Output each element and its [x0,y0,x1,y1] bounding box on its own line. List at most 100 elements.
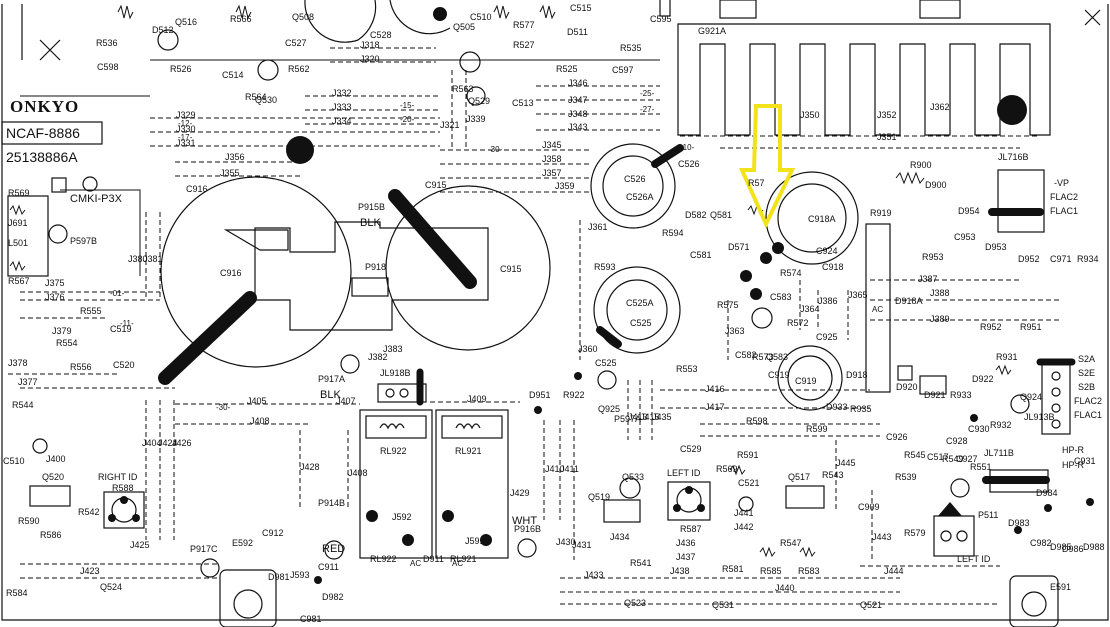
component-label: J434 [610,532,630,542]
component-label: C982 [1030,538,1052,548]
component-label: J320 [360,54,380,64]
id-pad-left-2 [933,502,975,557]
component-label: C528 [370,30,392,40]
component-label: C926 [886,432,908,442]
annotation-arrow [738,104,796,229]
component-label: D911 [423,554,444,564]
component-label: R590 [18,516,40,526]
component-label: JL711B [984,448,1014,458]
component-label: JL716B [998,152,1029,162]
component-label: J357 [542,168,562,178]
component-label: D952 [1018,254,1040,264]
component-label: R544 [12,400,34,410]
component-label: D985 [1050,542,1072,552]
component-label: Q583 [766,352,788,362]
component-label: R591 [737,450,759,460]
component-label: LEFT ID [667,468,701,478]
component-label: J386 [818,296,838,306]
component-label: R933 [950,390,972,400]
component-label: R526 [170,64,192,74]
capacitor-c915 [385,185,551,351]
component-label: HP-R [1062,460,1084,470]
component-label: D900 [925,180,947,190]
component-label: R57 [748,178,765,188]
component-label: C527 [285,38,307,48]
component-label: C583 [770,292,792,302]
component-label: Q505 [453,22,475,32]
id-pad-right [103,491,145,529]
resistors [9,4,1012,558]
component-label: C513 [512,98,534,108]
component-label: R556 [70,362,92,372]
component-label: P597A [614,414,641,424]
capacitor-c526 [590,143,684,229]
component-label: J591 [465,536,485,546]
component-label: C924 [816,246,838,256]
tag-blk-bottom: BLK [320,389,341,401]
component-label: C595 [650,14,672,24]
component-label: R551 [970,462,992,472]
relay-rl922 [359,409,433,559]
component-label: R579 [904,528,926,538]
component-label: D984 [1036,488,1058,498]
component-label: RL921 [455,446,482,456]
component-label: C909 [858,502,880,512]
component-label: J376 [45,292,65,302]
capacitor-c527 [304,0,451,43]
component-label: D512 [152,25,174,35]
component-label: D933 [826,402,848,412]
component-label: D920 [896,382,918,392]
component-label: J318 [360,40,380,50]
component-label: J339 [466,114,486,124]
component-label: J347 [568,95,588,105]
component-label: R567 [8,276,30,286]
tag-ac-2: AC [452,559,463,568]
component-label: Q529 [468,96,490,106]
component-label: J379 [52,326,72,336]
component-label: J321 [440,120,460,130]
component-label: C598 [97,62,119,72]
component-label: J330 [176,124,196,134]
component-label: J408 [348,468,368,478]
component-label: J358 [542,154,562,164]
component-label: J415 [640,412,660,422]
component-label: J433 [584,570,604,580]
component-label: C519 [110,324,132,334]
component-label: C930 [968,424,990,434]
component-label: C510 [3,456,25,466]
traces [8,47,1060,605]
component-label: C981 [300,614,322,624]
component-label: Q924 [1020,392,1042,402]
cert-mark: CMKI-P3X [70,193,123,205]
relay-rl921 [435,409,509,559]
tag-ac-3: AC [872,305,883,314]
wire-number: -01- [110,289,125,298]
component-label: J359 [555,181,575,191]
component-label: J364 [800,304,820,314]
component-label: C916 [186,184,208,194]
component-label: C526 [678,159,700,169]
component-label: J592 [392,512,412,522]
component-label: R535 [620,43,642,53]
component-label: J332 [332,88,352,98]
mounting-holes [200,136,1059,627]
component-label: R951 [1020,322,1042,332]
component-label: C915 [500,264,522,274]
component-label: J333 [332,102,352,112]
component-label: J346 [568,78,588,88]
component-label: R583 [798,566,820,576]
component-label: R900 [910,160,932,170]
component-label: C927 [956,454,978,464]
component-label: J388 [930,288,950,298]
component-label: J360 [578,344,598,354]
wire-number: -17- [178,133,193,142]
component-label: -VP [1054,178,1069,188]
connector-jl918b [377,368,427,406]
component-label: J436 [676,538,696,548]
component-label: JL918B [380,368,411,378]
component-label: J389 [930,314,950,324]
component-label: FLAC1 [1050,206,1078,216]
component-label: R931 [996,352,1018,362]
